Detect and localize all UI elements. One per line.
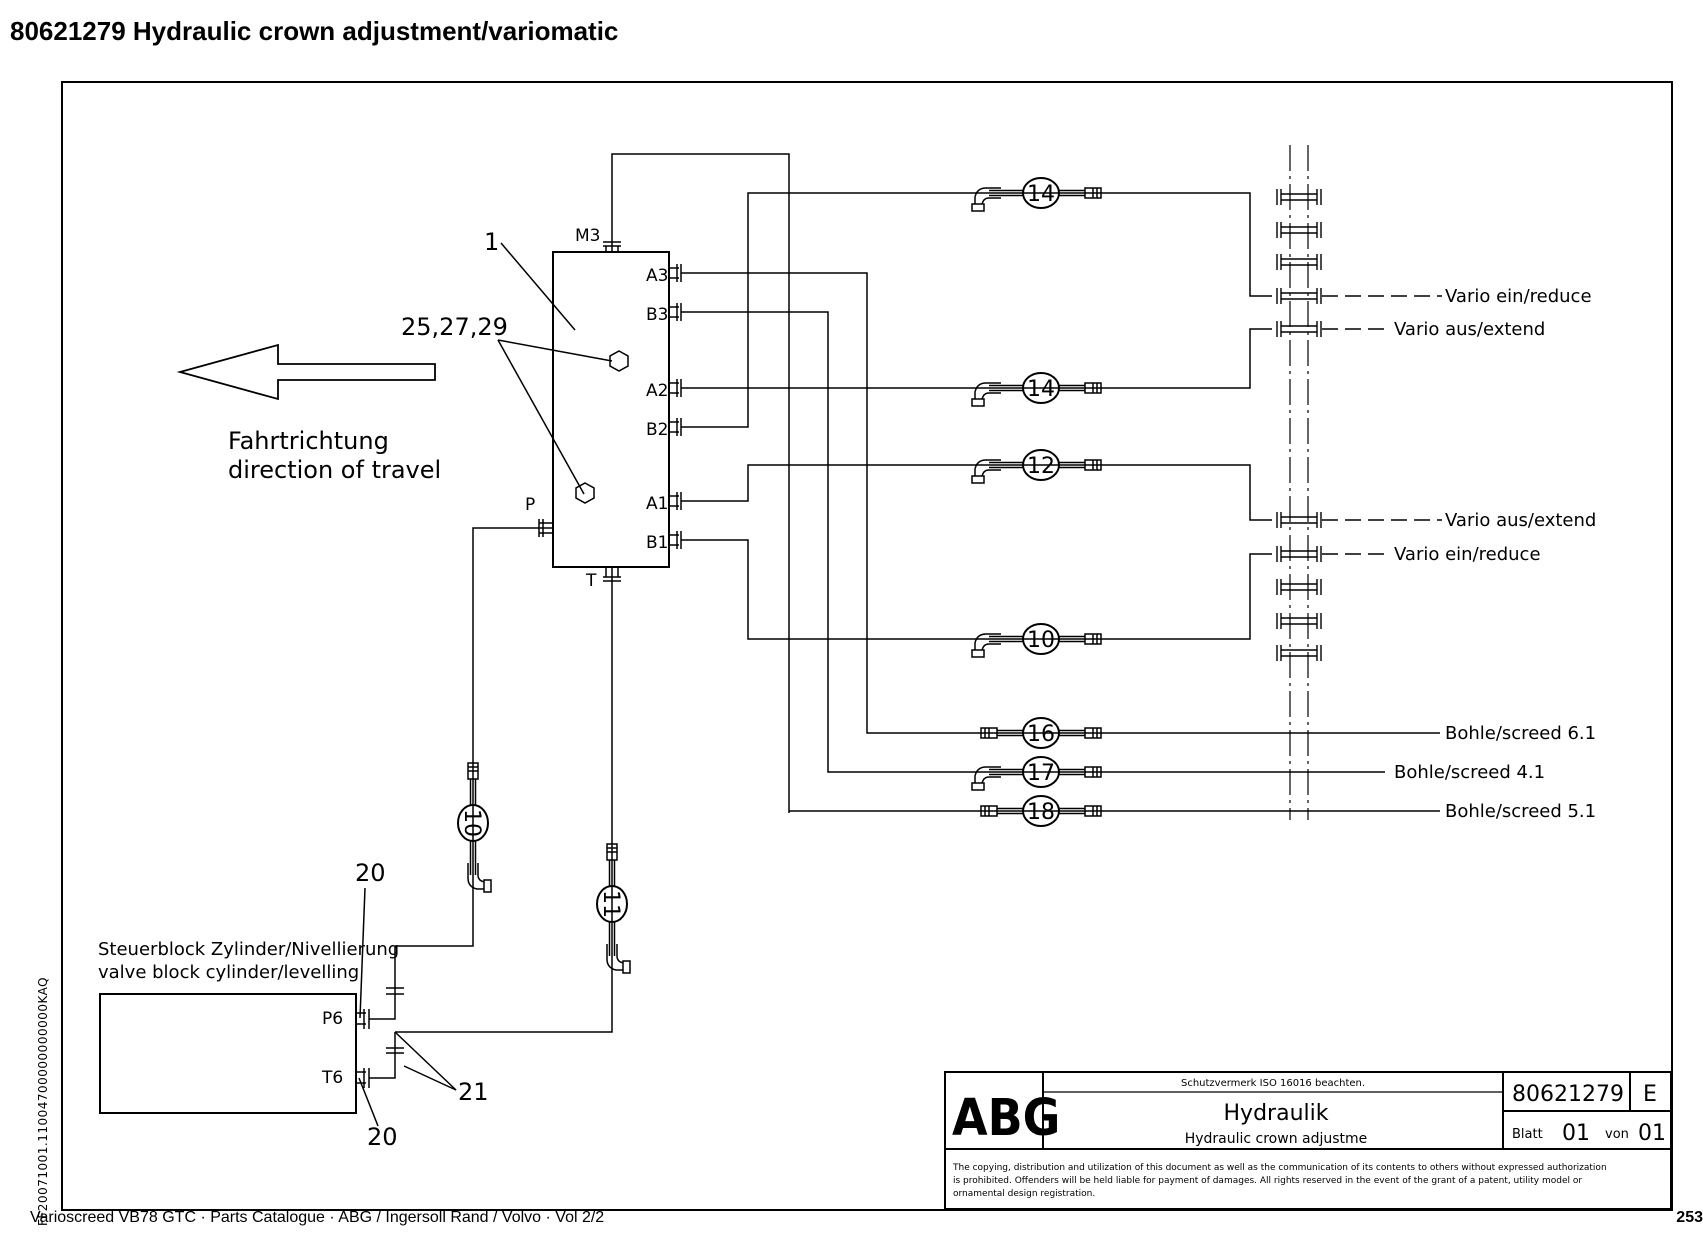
label-screed-41: Bohle/screed 4.1	[1394, 762, 1545, 783]
label-screed-61: Bohle/screed 6.1	[1445, 723, 1596, 744]
protection-note: Schutzvermerk ISO 16016 beachten.	[1181, 1078, 1365, 1089]
travel-arrow	[176, 343, 436, 401]
item-1-label: 1	[484, 228, 499, 256]
line-a3	[681, 272, 1440, 734]
coupling	[1276, 645, 1322, 661]
hose-label-h11: 11	[598, 890, 623, 918]
label-vario-aus-2: Vario aus/extend	[1445, 510, 1596, 531]
port-a1: A1	[646, 494, 668, 514]
hose-label-h10b: 10	[459, 809, 484, 837]
footer-page-number: 253	[1676, 1209, 1703, 1226]
item-plugs-label: 25,27,29	[401, 313, 508, 341]
plug-hex-2	[575, 482, 595, 504]
total-sheets: 01	[1638, 1121, 1666, 1146]
sheet-number: 01	[1562, 1121, 1590, 1146]
hose-label-h14a: 14	[1027, 182, 1055, 207]
valve-block-cylinder	[99, 993, 357, 1114]
valve-block-1	[552, 251, 670, 568]
title-en: Hydraulic crown adjustme	[1185, 1131, 1368, 1147]
port-p: P	[525, 495, 535, 515]
coupling	[1276, 288, 1322, 304]
line-m3	[611, 153, 790, 813]
sheet-label: Blatt	[1512, 1127, 1543, 1142]
plug-hex-1	[609, 350, 629, 372]
port-b1: B1	[646, 533, 668, 553]
travel-direction-de: Fahrtrichtung	[228, 427, 389, 455]
revision: E	[1643, 1082, 1657, 1107]
drawing-frame	[61, 81, 1673, 1211]
coupling	[1276, 546, 1322, 562]
item-20-bottom: 20	[367, 1123, 398, 1151]
line-b1	[681, 539, 1272, 640]
item-21: 21	[458, 1078, 489, 1106]
abg-logo: ABG	[952, 1089, 1060, 1148]
coupling	[1276, 579, 1322, 595]
label-vario-ein-1: Vario ein/reduce	[1445, 286, 1592, 307]
title-block	[944, 1071, 1672, 1210]
coupling	[1276, 321, 1322, 337]
port-t6: T6	[321, 1068, 343, 1088]
hose-label-h14b: 14	[1027, 377, 1055, 402]
line-a1	[681, 464, 1272, 521]
copyright-line-1: The copying, distribution and utilizatio…	[952, 1163, 1607, 1173]
of-label: von	[1605, 1127, 1629, 1142]
port-a2: A2	[646, 381, 668, 401]
coupling	[1276, 512, 1322, 528]
hose-label-h16: 16	[1027, 722, 1055, 747]
page-title: 80621279 Hydraulic crown adjustment/vari…	[10, 16, 619, 46]
port-p6: P6	[322, 1009, 343, 1029]
coupling	[1276, 222, 1322, 238]
line-a2	[681, 328, 1272, 389]
label-screed-51: Bohle/screed 5.1	[1445, 801, 1596, 822]
hose-label-h17: 17	[1027, 761, 1055, 786]
line-b3	[681, 311, 1385, 773]
valve-block-label-en: valve block cylinder/levelling	[98, 962, 359, 983]
port-b2: B2	[646, 420, 668, 440]
hose-label-h10a: 10	[1027, 628, 1055, 653]
footer-catalogue-info: Varioscreed VB78 GTC · Parts Catalogue ·…	[30, 1209, 605, 1226]
coupling	[1276, 254, 1322, 270]
port-t: T	[585, 571, 597, 591]
line-t	[395, 567, 613, 1033]
travel-direction-en: direction of travel	[228, 456, 441, 484]
copyright-line-3: ornamental design registration.	[953, 1189, 1095, 1199]
valve-block-label-de: Steuerblock Zylinder/Nivellierung	[98, 939, 399, 960]
port-m3: M3	[575, 226, 600, 246]
hose-label-h18: 18	[1027, 800, 1055, 825]
hose-h12	[971, 449, 1102, 484]
line-p	[395, 527, 553, 947]
coupling	[1276, 189, 1322, 205]
item-20-top: 20	[355, 859, 386, 887]
drawing-number: 80621279	[1512, 1082, 1624, 1107]
label-vario-aus-1: Vario aus/extend	[1394, 319, 1545, 340]
label-vario-ein-2: Vario ein/reduce	[1394, 544, 1541, 565]
hose-label-h12: 12	[1027, 454, 1055, 479]
copyright-line-2: is prohibited. Offenders will be held li…	[953, 1176, 1582, 1186]
port-b3: B3	[646, 305, 668, 325]
coupling	[1276, 613, 1322, 629]
line-b2	[681, 192, 1272, 428]
side-document-code: FF20071001.11004700000000000KAQ	[36, 976, 50, 1226]
title-de: Hydraulik	[1224, 1101, 1329, 1126]
port-a3: A3	[646, 266, 668, 286]
